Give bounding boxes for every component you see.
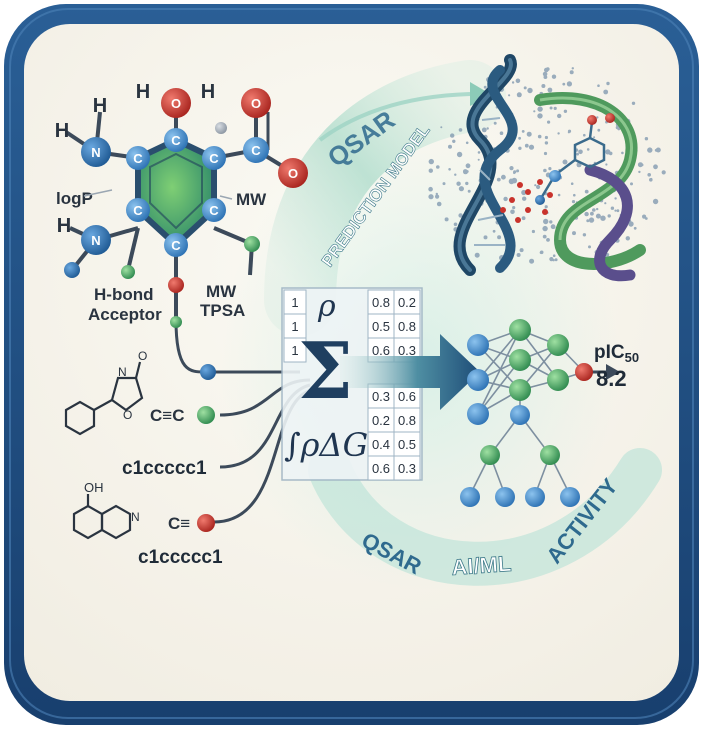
matrix-cell-box xyxy=(393,289,421,315)
matrix-cell: 0.6 xyxy=(398,389,416,404)
matrix-cell: 0.4 xyxy=(372,437,390,452)
bond-node xyxy=(200,364,216,380)
hbond-label-line2: Acceptor xyxy=(88,305,162,324)
atom-label: H xyxy=(93,95,107,117)
svg-text:O: O xyxy=(138,349,147,363)
bond-node xyxy=(168,277,184,293)
nitrogen-atom xyxy=(81,225,111,255)
neural-network xyxy=(460,319,620,507)
matrix-cell: 0.5 xyxy=(398,437,416,452)
svg-text:O: O xyxy=(123,408,132,422)
svg-text:N: N xyxy=(118,365,127,379)
carbon-atom xyxy=(243,137,269,163)
svg-text:N: N xyxy=(131,510,140,524)
protein-structure xyxy=(428,54,666,282)
bond-node xyxy=(64,262,80,278)
smiles-label: c1ccccc1 xyxy=(138,547,223,568)
matrix-cell: 0.2 xyxy=(398,295,416,310)
activity-arc xyxy=(308,448,662,586)
hbond-label-line1: H-bond xyxy=(94,285,153,304)
bond-node xyxy=(170,316,182,328)
pic50-subscript: 50 xyxy=(625,350,639,365)
atom-label: C xyxy=(133,203,143,218)
atom-label: H xyxy=(136,81,150,103)
alkyne-node xyxy=(197,514,215,532)
main-molecule: C C C C C C C O H H O O N H H xyxy=(55,81,308,380)
matrix-cell-box xyxy=(283,337,307,363)
atom-label: C xyxy=(209,203,219,218)
atom-label: C xyxy=(171,238,181,253)
carbon-atom xyxy=(202,146,226,170)
frame-highlight xyxy=(9,8,694,719)
atom-label: C xyxy=(251,143,261,158)
matrix-cell-box xyxy=(367,431,395,457)
alkyne-node xyxy=(197,406,215,424)
matrix-row-index: 1 xyxy=(291,319,298,334)
pic50-value: 8.2 xyxy=(596,366,627,391)
carbon-atom xyxy=(164,233,188,257)
atom-label: N xyxy=(91,145,100,160)
arc-arrowhead xyxy=(470,82,492,106)
atom-label: H xyxy=(201,81,215,103)
alkyne-right-label: C≡ xyxy=(168,514,190,533)
rho-symbol: ρ xyxy=(317,289,336,324)
pic50-label: pIC50 xyxy=(594,342,639,365)
bond-node xyxy=(215,122,227,134)
aiml-label: AI/ML xyxy=(451,551,512,580)
nitrogen-atom xyxy=(81,137,111,167)
hydroxyl-label: OH xyxy=(84,480,104,495)
atom-label: N xyxy=(91,233,100,248)
matrix-cell: 0.6 xyxy=(372,343,390,358)
isoquinoline-fragment: OH N xyxy=(72,480,140,540)
matrix-cell: 0.2 xyxy=(372,413,390,428)
atom-label: O xyxy=(251,96,261,111)
prediction-arc xyxy=(264,60,506,336)
atom-label: H xyxy=(57,215,71,237)
oxazolone-fragment: N O O xyxy=(64,349,147,436)
matrix-cell: 0.8 xyxy=(398,319,416,334)
matrix-row-index: 1 xyxy=(291,343,298,358)
mw-label-bottom: MW xyxy=(206,282,237,301)
prediction-arc-arrow xyxy=(318,92,471,142)
matrix-bottom-rows: 0.3 0.6 0.2 0.8 0.4 0.5 0.6 0.3 xyxy=(367,383,421,481)
matrix-cell: 0.8 xyxy=(372,295,390,310)
matrix-cell-box xyxy=(393,455,421,481)
atom-label: C xyxy=(133,151,143,166)
matrix-cell: 0.3 xyxy=(398,343,416,358)
atom-label: H xyxy=(55,120,69,142)
carbon-atom xyxy=(202,198,226,222)
carbon-atom xyxy=(164,128,188,152)
oxygen-atom xyxy=(161,88,191,118)
bond-node xyxy=(244,236,260,252)
smiles-label: c1ccccc1 xyxy=(122,458,207,479)
carbon-atom xyxy=(126,198,150,222)
logp-label: logP xyxy=(56,189,93,208)
processing-arrow xyxy=(340,334,480,410)
matrix-cell-box xyxy=(367,289,395,315)
atom-label: O xyxy=(171,96,181,111)
bond-node xyxy=(121,265,135,279)
matrix-cell: 0.6 xyxy=(372,461,390,476)
sigma-symbol: Σ xyxy=(298,326,353,417)
mw-label-top: MW xyxy=(236,190,267,209)
oxygen-atom xyxy=(241,88,271,118)
matrix-cell: 0.8 xyxy=(398,413,416,428)
matrix-cell: 0.3 xyxy=(372,389,390,404)
matrix-cell: 0.5 xyxy=(372,319,390,334)
alkyne-left-label: C≡C xyxy=(150,406,184,425)
integral-expression: ∫ρΔG xyxy=(284,426,368,464)
matrix-cell: 0.3 xyxy=(398,461,416,476)
tpsa-label: TPSA xyxy=(200,301,245,320)
atom-label: C xyxy=(171,133,181,148)
matrix-row-index: 1 xyxy=(291,295,298,310)
matrix-cell-box xyxy=(367,455,395,481)
matrix-cell-box xyxy=(367,407,395,433)
oxygen-atom xyxy=(278,158,308,188)
atom-label: C xyxy=(209,151,219,166)
atom-label: O xyxy=(288,166,298,181)
carbon-atom xyxy=(126,146,150,170)
matrix-cell-box xyxy=(393,313,421,339)
